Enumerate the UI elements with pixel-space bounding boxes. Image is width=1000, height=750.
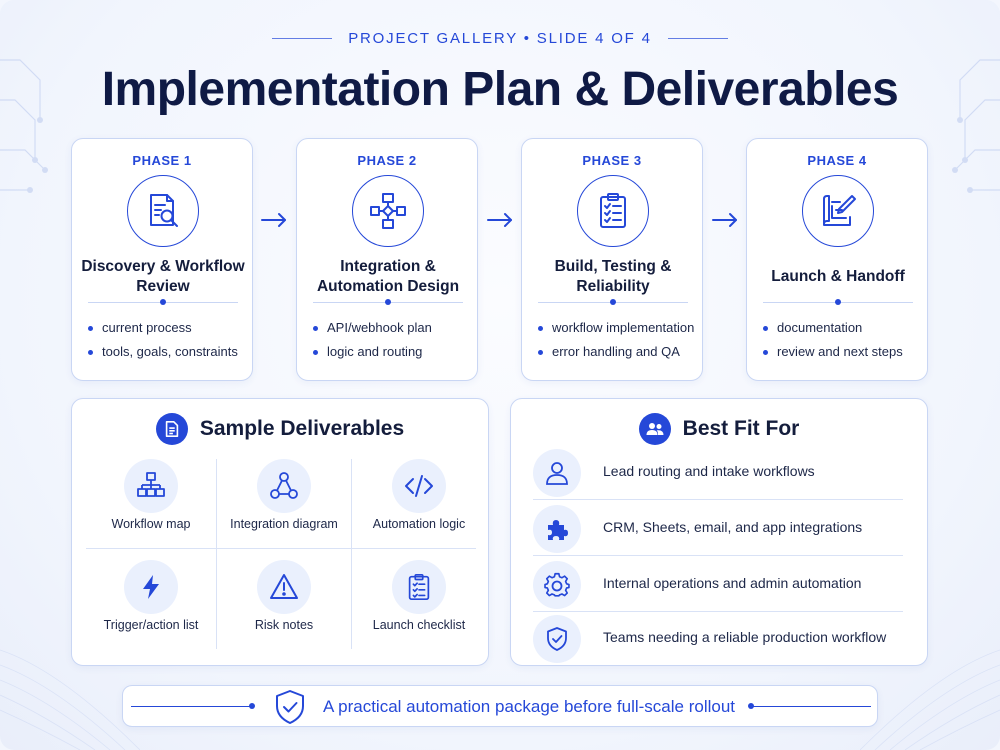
phase-bullet: documentation <box>761 319 903 343</box>
grid-divider <box>216 459 217 649</box>
gear-icon <box>533 561 581 609</box>
deliverable-item: Launch checklist <box>354 556 484 655</box>
footer-line-right <box>751 706 871 707</box>
footer-line-left <box>131 706 251 707</box>
row-divider <box>533 499 903 500</box>
footer-text: A practical automation package before fu… <box>323 697 736 716</box>
best-fit-text: CRM, Sheets, email, and app integrations <box>603 519 863 535</box>
grid-divider <box>351 459 352 649</box>
panel-header: Sample Deliverables <box>72 413 488 445</box>
phase-card-3: PHASE 3 Build, Testing & Reliability wor… <box>521 138 703 381</box>
warning-icon <box>257 560 311 614</box>
panel-header: Best Fit For <box>511 413 927 445</box>
shield-check-icon <box>533 615 581 663</box>
blueprint-pencil-icon <box>802 175 874 247</box>
phase-title: Launch & Handoff <box>771 268 905 285</box>
phase-bullets: documentation review and next steps <box>761 319 903 367</box>
deliverable-item: Workflow map <box>86 455 216 554</box>
phase-bullets: API/webhook plan logic and routing <box>311 319 432 367</box>
phase-label: PHASE 2 <box>357 153 417 168</box>
phase-bullet: API/webhook plan <box>311 319 432 343</box>
deliverable-label: Integration diagram <box>230 517 338 531</box>
users-icon <box>638 413 671 445</box>
deliverable-item: Integration diagram <box>219 455 349 554</box>
best-fit-item: Lead routing and intake workflows <box>533 445 913 501</box>
footer-dot-left <box>249 703 255 709</box>
phase-bullet: review and next steps <box>761 343 903 367</box>
phase-title: Integration & Automation Design <box>316 258 460 295</box>
phase-bullets: workflow implementation error handling a… <box>536 319 694 367</box>
eyebrow-line-left <box>272 38 333 39</box>
phase-label: PHASE 4 <box>807 153 867 168</box>
shield-check-icon <box>276 690 304 724</box>
wave-decoration-right <box>860 649 1000 750</box>
best-fit-panel: Best Fit For Lead routing and intake wor… <box>510 398 928 666</box>
phase-label: PHASE 1 <box>132 153 192 168</box>
panel-title: Best Fit For <box>682 417 800 440</box>
flowchart-icon <box>352 175 424 247</box>
document-search-icon <box>127 175 199 247</box>
eyebrow-text: PROJECT GALLERY • SLIDE 4 OF 4 <box>348 30 652 47</box>
phase-card-2: PHASE 2 Integration & Automation Design … <box>296 138 478 381</box>
arrow-right-icon <box>261 213 286 227</box>
deliverable-item: Trigger/action list <box>86 556 216 655</box>
checklist-icon <box>577 175 649 247</box>
phase-title: Build, Testing & Reliability <box>554 258 672 295</box>
puzzle-icon <box>533 505 581 553</box>
phase-bullet: current process <box>86 319 238 343</box>
deliverable-label: Launch checklist <box>372 618 466 632</box>
phase-bullet: logic and routing <box>311 343 432 367</box>
best-fit-item: Teams needing a reliable production work… <box>533 611 913 667</box>
circuit-decoration-left <box>0 59 48 193</box>
deliverable-item: Automation logic <box>354 455 484 554</box>
checklist-icon <box>392 560 446 614</box>
deliverable-item: Risk notes <box>219 556 349 655</box>
phase-divider-dot <box>835 299 841 305</box>
integration-diagram-icon <box>257 459 311 513</box>
phase-divider-dot <box>385 299 391 305</box>
wave-decoration-left <box>0 649 140 750</box>
phase-label: PHASE 3 <box>582 153 642 168</box>
best-fit-text: Internal operations and admin automation <box>603 575 862 591</box>
sample-deliverables-panel: Sample Deliverables Workflow map <box>71 398 489 666</box>
phase-bullets: current process tools, goals, constraint… <box>86 319 238 367</box>
eyebrow-line-right <box>667 38 728 39</box>
best-fit-text: Teams needing a reliable production work… <box>603 629 887 645</box>
phase-bullet: error handling and QA <box>536 343 694 367</box>
grid-divider <box>86 548 476 549</box>
slide-eyebrow: PROJECT GALLERY • SLIDE 4 OF 4 <box>0 30 1000 47</box>
document-icon <box>155 413 188 445</box>
circuit-decoration-right <box>952 59 1000 193</box>
deliverable-label: Automation logic <box>372 517 466 531</box>
phase-card-4: PHASE 4 Launch & Handoff documentation r… <box>746 138 928 381</box>
phase-bullet: tools, goals, constraints <box>86 343 238 367</box>
arrow-right-icon <box>712 213 737 227</box>
deliverable-label: Risk notes <box>254 618 314 632</box>
row-divider <box>533 555 903 556</box>
deliverable-label: Workflow map <box>111 517 191 531</box>
best-fit-item: CRM, Sheets, email, and app integrations <box>533 501 913 557</box>
code-icon <box>392 459 446 513</box>
phase-title: Discovery & Workflow Review <box>81 258 245 295</box>
deliverable-label: Trigger/action list <box>103 618 199 632</box>
best-fit-text: Lead routing and intake workflows <box>603 463 815 479</box>
phase-divider-dot <box>610 299 616 305</box>
phase-divider-dot <box>160 299 166 305</box>
lightning-icon <box>124 560 178 614</box>
slide-title: Implementation Plan & Deliverables <box>101 63 899 116</box>
footer-banner: A practical automation package before fu… <box>122 685 878 727</box>
arrow-right-icon <box>487 213 512 227</box>
user-icon <box>533 449 581 497</box>
workflow-map-icon <box>124 459 178 513</box>
panel-title: Sample Deliverables <box>199 417 405 440</box>
best-fit-item: Internal operations and admin automation <box>533 557 913 613</box>
deliverables-grid: Workflow map Integration diagram Auto <box>86 455 476 653</box>
row-divider <box>533 611 903 612</box>
phase-bullet: workflow implementation <box>536 319 694 343</box>
phase-card-1: PHASE 1 Discovery & Workflow Review curr… <box>71 138 253 381</box>
